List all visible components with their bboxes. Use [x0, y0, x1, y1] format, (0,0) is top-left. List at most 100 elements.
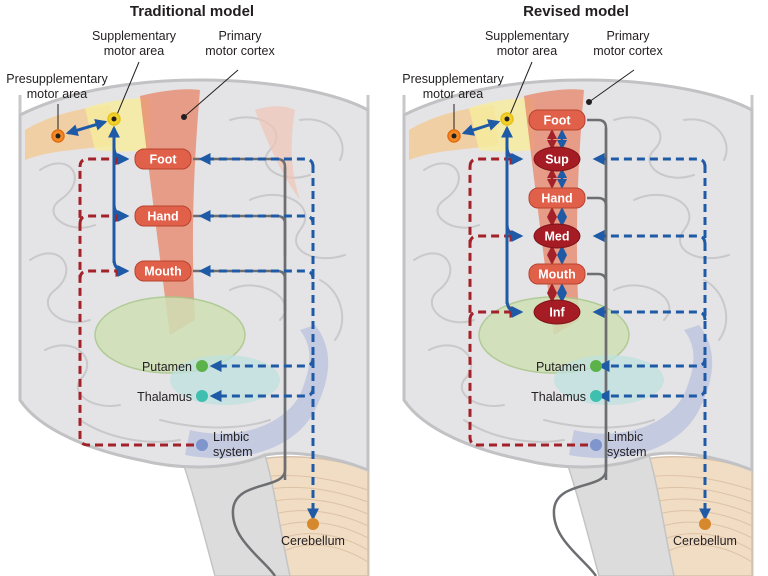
- body-node-shape: [528, 187, 586, 209]
- thalamus-node: [196, 390, 208, 402]
- pmc-dot: [181, 114, 187, 120]
- node-label: Foot: [543, 114, 571, 128]
- hub-node-shape: [533, 299, 581, 325]
- putamen-region: [94, 296, 246, 374]
- node-label: Mouth: [144, 265, 181, 279]
- body-node-shape: [134, 260, 192, 282]
- primary-motor-cortex-label: Primary: [606, 29, 650, 43]
- gyrus-fold: [543, 419, 655, 429]
- sma-label: motor area: [497, 44, 557, 58]
- sma-leader-line: [115, 61, 140, 118]
- corticospinal-output-path: [587, 118, 608, 480]
- pmc-dot: [586, 99, 592, 105]
- panel-title: Traditional model: [130, 3, 254, 20]
- presma-label: motor area: [423, 87, 483, 101]
- gyrus-fold: [683, 118, 728, 161]
- gyrus-fold: [633, 193, 730, 260]
- cerebellum-node: [699, 518, 711, 530]
- node-label: Hand: [541, 192, 572, 206]
- gyrus-fold: [463, 419, 565, 443]
- node-inf: Inf: [533, 299, 581, 325]
- cerebellum-node: [307, 518, 319, 530]
- limbic-input-path: [468, 230, 522, 245]
- gyrus-fold: [299, 118, 344, 161]
- thalamus-input-path: [597, 387, 707, 402]
- limbic-input-path: [468, 153, 522, 168]
- presma-label: Presupplementary: [6, 72, 108, 86]
- descending-tract-path: [552, 128, 608, 576]
- limbic-label: Limbic: [607, 430, 643, 444]
- node-label: Inf: [549, 306, 565, 320]
- body-node-shape: [134, 205, 192, 227]
- presma-label: Presupplementary: [402, 72, 504, 86]
- gyrus-fold: [413, 252, 475, 324]
- node-label: Hand: [147, 210, 178, 224]
- presma-node-center: [55, 133, 61, 139]
- node-label: Sup: [545, 153, 569, 167]
- presma-label: motor area: [27, 87, 87, 101]
- putamen-label: Putamen: [142, 360, 192, 374]
- node-label: Foot: [149, 153, 177, 167]
- sma-node-center: [504, 116, 510, 122]
- limbic-input-path: [468, 306, 522, 321]
- putamen-node: [590, 360, 602, 372]
- limbic-input-path: [78, 265, 128, 280]
- descending-tract-path: [231, 167, 287, 576]
- node-sup: Sup: [533, 146, 581, 172]
- gyrus-fold: [613, 116, 695, 179]
- node-mouth: Mouth: [528, 263, 586, 285]
- body-node-shape: [528, 263, 586, 285]
- sma-leader-line: [508, 61, 533, 118]
- faint-region: [255, 106, 300, 200]
- node-foot: Foot: [528, 109, 586, 131]
- thalamus-label: Thalamus: [531, 390, 586, 404]
- node-label: Med: [545, 230, 570, 244]
- sma-region: [469, 98, 534, 152]
- gyrus-fold: [249, 193, 346, 260]
- pmc-leader-line: [588, 69, 635, 103]
- node-med: Med: [533, 223, 581, 249]
- putamen-input-path: [209, 357, 315, 372]
- primary-motor-cortex-label: motor cortex: [593, 44, 663, 58]
- gyrus-fold: [423, 162, 480, 229]
- presma-node-center: [451, 133, 457, 139]
- gyrus-fold: [319, 279, 344, 341]
- limbic-label: Limbic: [213, 430, 249, 444]
- sma-output-path: [505, 146, 524, 165]
- body-node-shape: [528, 109, 586, 131]
- sma-label: motor area: [104, 44, 164, 58]
- panel-title: Revised model: [523, 3, 629, 20]
- gyrus-fold: [159, 419, 271, 429]
- sma-output-path: [505, 223, 524, 242]
- thalamus-label: Thalamus: [137, 390, 192, 404]
- node-hand: Hand: [134, 205, 192, 227]
- brain-illustration: [18, 78, 370, 576]
- sma-output-path: [112, 146, 130, 165]
- thalamus-region: [554, 355, 664, 405]
- limbic-label: system: [213, 445, 253, 459]
- primary-motor-cortex-label: motor cortex: [205, 44, 275, 58]
- sma-label: Supplementary: [92, 29, 177, 43]
- thalamus-input-path: [209, 387, 315, 402]
- sma-node-center: [111, 116, 117, 122]
- limbic-node: [590, 439, 602, 451]
- node-hand: Hand: [528, 187, 586, 209]
- gyrus-fold: [428, 344, 505, 407]
- feedback-input-path: [198, 153, 315, 168]
- gyrus-fold: [39, 162, 96, 229]
- sma-output-path: [112, 203, 130, 222]
- gyrus-fold: [79, 419, 181, 443]
- gyrus-fold: [703, 279, 728, 341]
- brainstem-shape: [557, 439, 675, 576]
- cerebellum-label: Cerebellum: [281, 534, 345, 548]
- sma-output-path: [112, 258, 130, 277]
- node-foot: Foot: [134, 148, 192, 170]
- putamen-input-path: [597, 357, 707, 372]
- hub-node-shape: [533, 223, 581, 249]
- cortex-shape: [18, 78, 370, 473]
- feedback-input-path: [198, 210, 315, 225]
- feedback-input-path: [592, 230, 707, 245]
- limbic-label: system: [607, 445, 647, 459]
